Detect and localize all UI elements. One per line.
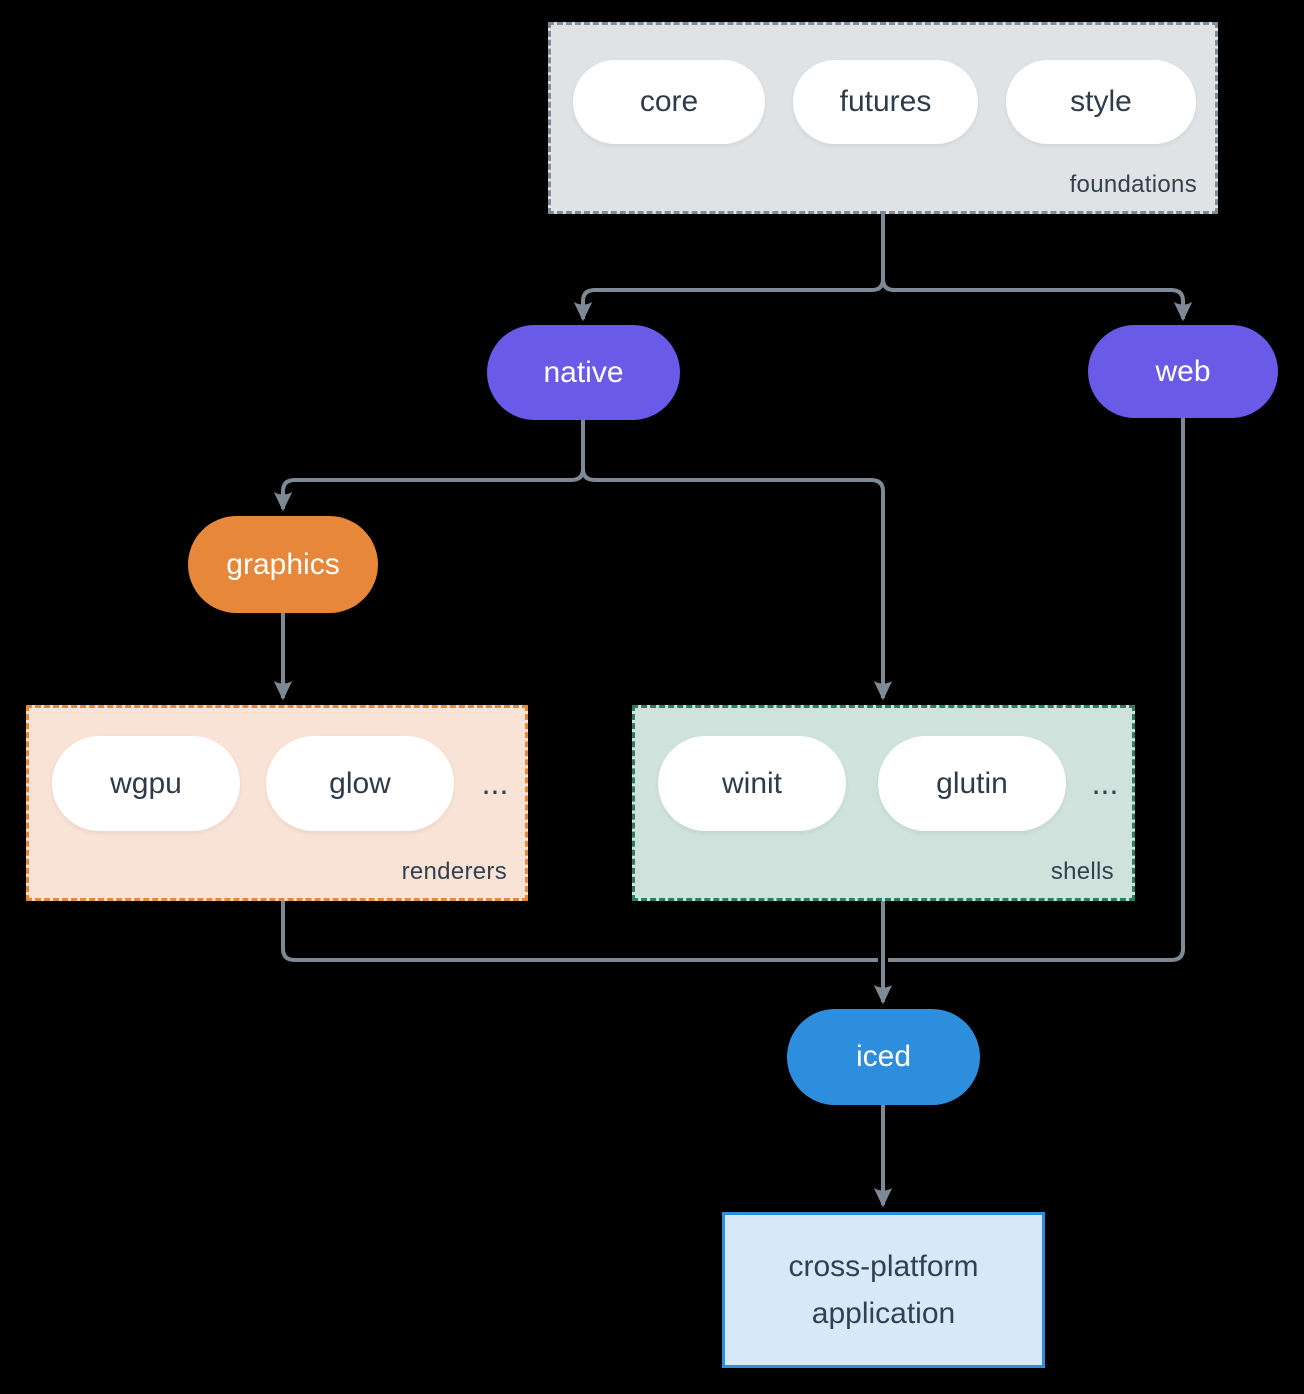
node-graphics: graphics (188, 516, 378, 613)
renderers-group-label: renderers (401, 858, 507, 885)
node-wgpu-label: wgpu (110, 766, 182, 800)
node-core: core (573, 60, 765, 144)
shells-group: winit glutin ... shells (632, 705, 1135, 901)
node-native: native (487, 325, 680, 420)
node-glow-label: glow (329, 766, 391, 800)
foundations-group-label: foundations (1069, 171, 1197, 198)
foundations-group: core futures style foundations (548, 22, 1218, 214)
node-web-label: web (1155, 354, 1211, 388)
shells-group-label: shells (1050, 858, 1114, 885)
node-glutin-label: glutin (936, 766, 1008, 800)
node-glutin: glutin (878, 736, 1066, 831)
node-iced-label: iced (855, 1040, 912, 1073)
renderers-ellipsis: ... (481, 765, 509, 801)
node-futures-label: futures (839, 85, 932, 118)
node-wgpu: wgpu (52, 736, 240, 831)
edge-native-shells (581, 420, 893, 701)
node-glow: glow (266, 736, 454, 831)
edge-foundations-native (573, 214, 885, 322)
node-native-label: native (543, 355, 624, 389)
node-iced: iced (787, 1009, 980, 1105)
node-futures: futures (793, 60, 978, 144)
renderers-group: wgpu glow ... renderers (26, 705, 528, 901)
edge-foundations-web (881, 214, 1193, 322)
edge-native-graphics (273, 420, 585, 512)
node-graphics-label: graphics (226, 547, 340, 581)
edge-renderers-iced (281, 901, 878, 962)
node-style: style (1006, 60, 1196, 144)
edge-web-iced (888, 418, 1185, 962)
cross-platform-application-box: cross-platform application (722, 1212, 1045, 1368)
node-core-label: core (639, 85, 699, 118)
application-label-line1: cross-platform (788, 1250, 979, 1283)
application-label-line2: application (811, 1297, 956, 1330)
node-style-label: style (1070, 85, 1132, 118)
node-web: web (1088, 325, 1278, 418)
node-winit-label: winit (721, 766, 782, 800)
shells-ellipsis: ... (1091, 765, 1119, 801)
node-winit: winit (658, 736, 846, 831)
